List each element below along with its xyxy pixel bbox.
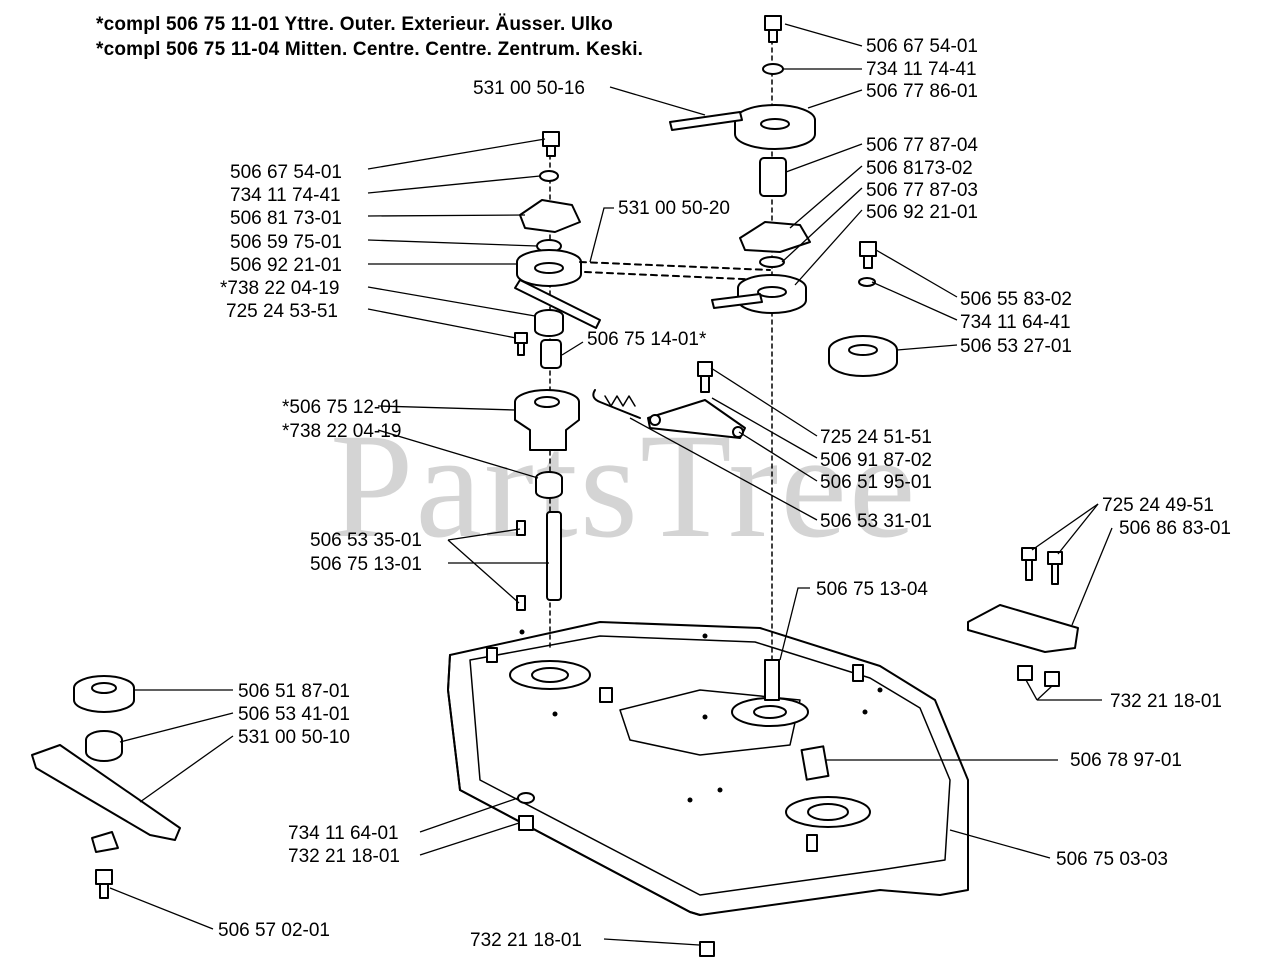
part-label: 506 75 03-03 — [1056, 849, 1168, 870]
tension-arm-assembly — [592, 361, 746, 439]
header-line-1: *compl 506 75 11-01 Yttre. Outer. Exteri… — [96, 14, 613, 35]
leader-lines — [109, 23, 1113, 946]
part-label: 506 75 13-04 — [816, 579, 928, 600]
part-label: 506 51 87-01 — [238, 681, 350, 702]
part-label: 734 11 74-41 — [866, 59, 977, 80]
left-spindle-assembly — [514, 131, 601, 651]
part-label: 506 8173-02 — [866, 158, 973, 179]
part-label: 506 53 41-01 — [238, 704, 350, 725]
part-label: 725 24 53-51 — [226, 301, 338, 322]
part-label: 732 21 18-01 — [288, 846, 400, 867]
part-label: 506 92 21-01 — [230, 255, 342, 276]
part-label: 506 86 83-01 — [1119, 518, 1231, 539]
part-label: 506 53 35-01 — [310, 530, 422, 551]
part-label: 506 59 75-01 — [230, 232, 342, 253]
part-label: 506 75 13-01 — [310, 554, 422, 575]
part-label: 506 75 14-01* — [587, 329, 707, 350]
part-labels: 506 67 54-01 734 11 74-41 506 77 86-01 5… — [218, 36, 1231, 951]
part-label: *738 22 04-19 — [220, 278, 339, 299]
part-label: 506 67 54-01 — [866, 36, 978, 57]
part-label: *506 75 12-01 — [282, 397, 401, 418]
part-label: 506 77 87-03 — [866, 180, 978, 201]
right-spindle-assembly — [669, 15, 816, 701]
part-label: 506 81 73-01 — [230, 208, 342, 229]
part-label: 506 55 83-02 — [960, 289, 1072, 310]
part-label: 506 77 87-04 — [866, 135, 978, 156]
part-label: 725 24 49-51 — [1102, 495, 1214, 516]
part-label: 531 00 50-16 — [473, 78, 585, 99]
part-label: 506 53 27-01 — [960, 336, 1072, 357]
part-label: 732 21 18-01 — [470, 930, 582, 951]
drive-belt — [579, 261, 771, 281]
header-line-2: *compl 506 75 11-04 Mitten. Centre. Cent… — [96, 39, 644, 60]
part-label: *738 22 04-19 — [282, 421, 401, 442]
part-label: 506 92 21-01 — [866, 202, 978, 223]
part-label: 506 53 31-01 — [820, 511, 932, 532]
part-label: 531 00 50-10 — [238, 727, 350, 748]
part-label: 506 67 54-01 — [230, 162, 342, 183]
idler-pulley-assembly — [828, 241, 898, 377]
part-label: 506 57 02-01 — [218, 920, 330, 941]
part-label: 725 24 51-51 — [820, 427, 932, 448]
blade-assembly — [31, 675, 181, 899]
part-label: 506 51 95-01 — [820, 472, 932, 493]
mower-deck — [447, 621, 969, 916]
part-label: 506 77 86-01 — [866, 81, 978, 102]
mounting-bracket — [967, 547, 1079, 687]
part-label: 734 11 74-41 — [230, 185, 341, 206]
part-label: 732 21 18-01 — [1110, 691, 1222, 712]
part-label: 531 00 50-20 — [618, 198, 730, 219]
part-label: 734 11 64-01 — [288, 823, 399, 844]
watermark: PartsTree — [330, 403, 918, 569]
part-label: 506 91 87-02 — [820, 450, 932, 471]
part-label: 506 78 97-01 — [1070, 750, 1182, 771]
part-label: 734 11 64-41 — [960, 312, 1071, 333]
